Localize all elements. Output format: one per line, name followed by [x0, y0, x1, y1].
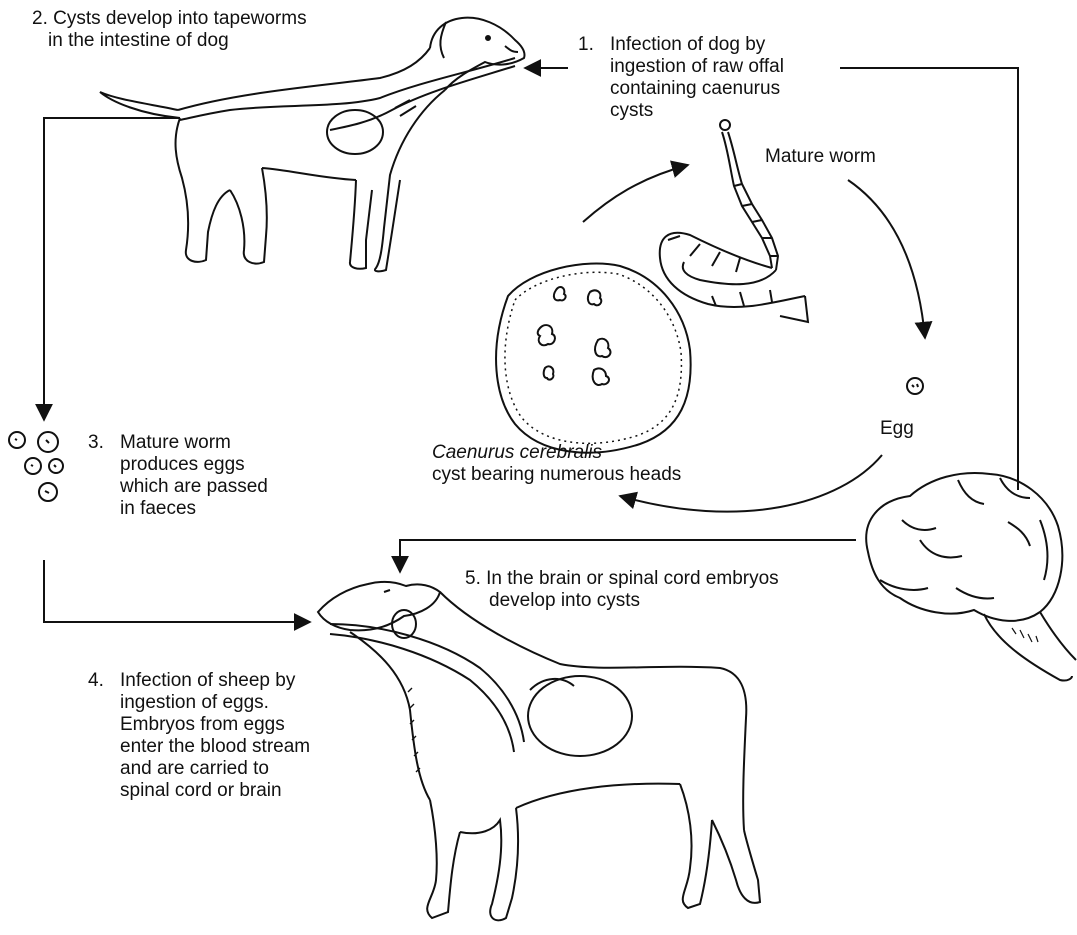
cyst-caption: Caenurus cerebralis cyst bearing numerou… [432, 442, 681, 486]
step-5-line-1: 5. In the brain or spinal cord embryos [465, 568, 779, 590]
step-1-label: 1. Infection of dog by ingestion of raw … [578, 34, 784, 122]
dog-illustration [100, 18, 525, 272]
step-3-label: 3. Mature worm produces eggs which are p… [88, 432, 268, 520]
egg-label: Egg [880, 418, 914, 440]
step-3-line-1: Mature worm [120, 432, 268, 454]
step-2-label: 2. Cysts develop into tapeworms in the i… [32, 8, 307, 52]
step-1-number: 1. [578, 34, 610, 122]
step-4-line-2: ingestion of eggs. [120, 692, 310, 714]
step-3-line-2: produces eggs [120, 454, 268, 476]
step-3-line-3: which are passed [120, 476, 268, 498]
step-1-line-3: containing caenurus [610, 78, 784, 100]
step-2-line-2: in the intestine of dog [32, 30, 307, 52]
step-1-line-2: ingestion of raw offal [610, 56, 784, 78]
step-4-line-6: spinal cord or brain [120, 780, 310, 802]
cyst-illustration [496, 264, 691, 453]
step-4-line-4: enter the blood stream [120, 736, 310, 758]
step-4-number: 4. [88, 670, 120, 802]
step-4-line-5: and are carried to [120, 758, 310, 780]
cyst-description: cyst bearing numerous heads [432, 464, 681, 486]
step-3-number: 3. [88, 432, 120, 520]
single-egg-illustration [907, 378, 923, 394]
cyst-species-name: Caenurus cerebralis [432, 442, 681, 464]
step-1-line-1: Infection of dog by [610, 34, 784, 56]
step-1-line-4: cysts [610, 100, 784, 122]
step-5-label: 5. In the brain or spinal cord embryos d… [465, 568, 779, 612]
sheep-brain-illustration [866, 473, 1076, 681]
step-4-line-1: Infection of sheep by [120, 670, 310, 692]
sheep-illustration [318, 582, 760, 920]
step-4-line-3: Embryos from eggs [120, 714, 310, 736]
step-5-line-2: develop into cysts [465, 590, 779, 612]
eggs-in-faeces-illustration [9, 432, 63, 501]
step-2-line-1: 2. Cysts develop into tapeworms [32, 8, 307, 30]
step-3-line-4: in faeces [120, 498, 268, 520]
step-4-label: 4. Infection of sheep by ingestion of eg… [88, 670, 310, 802]
mature-worm-label: Mature worm [765, 146, 876, 168]
